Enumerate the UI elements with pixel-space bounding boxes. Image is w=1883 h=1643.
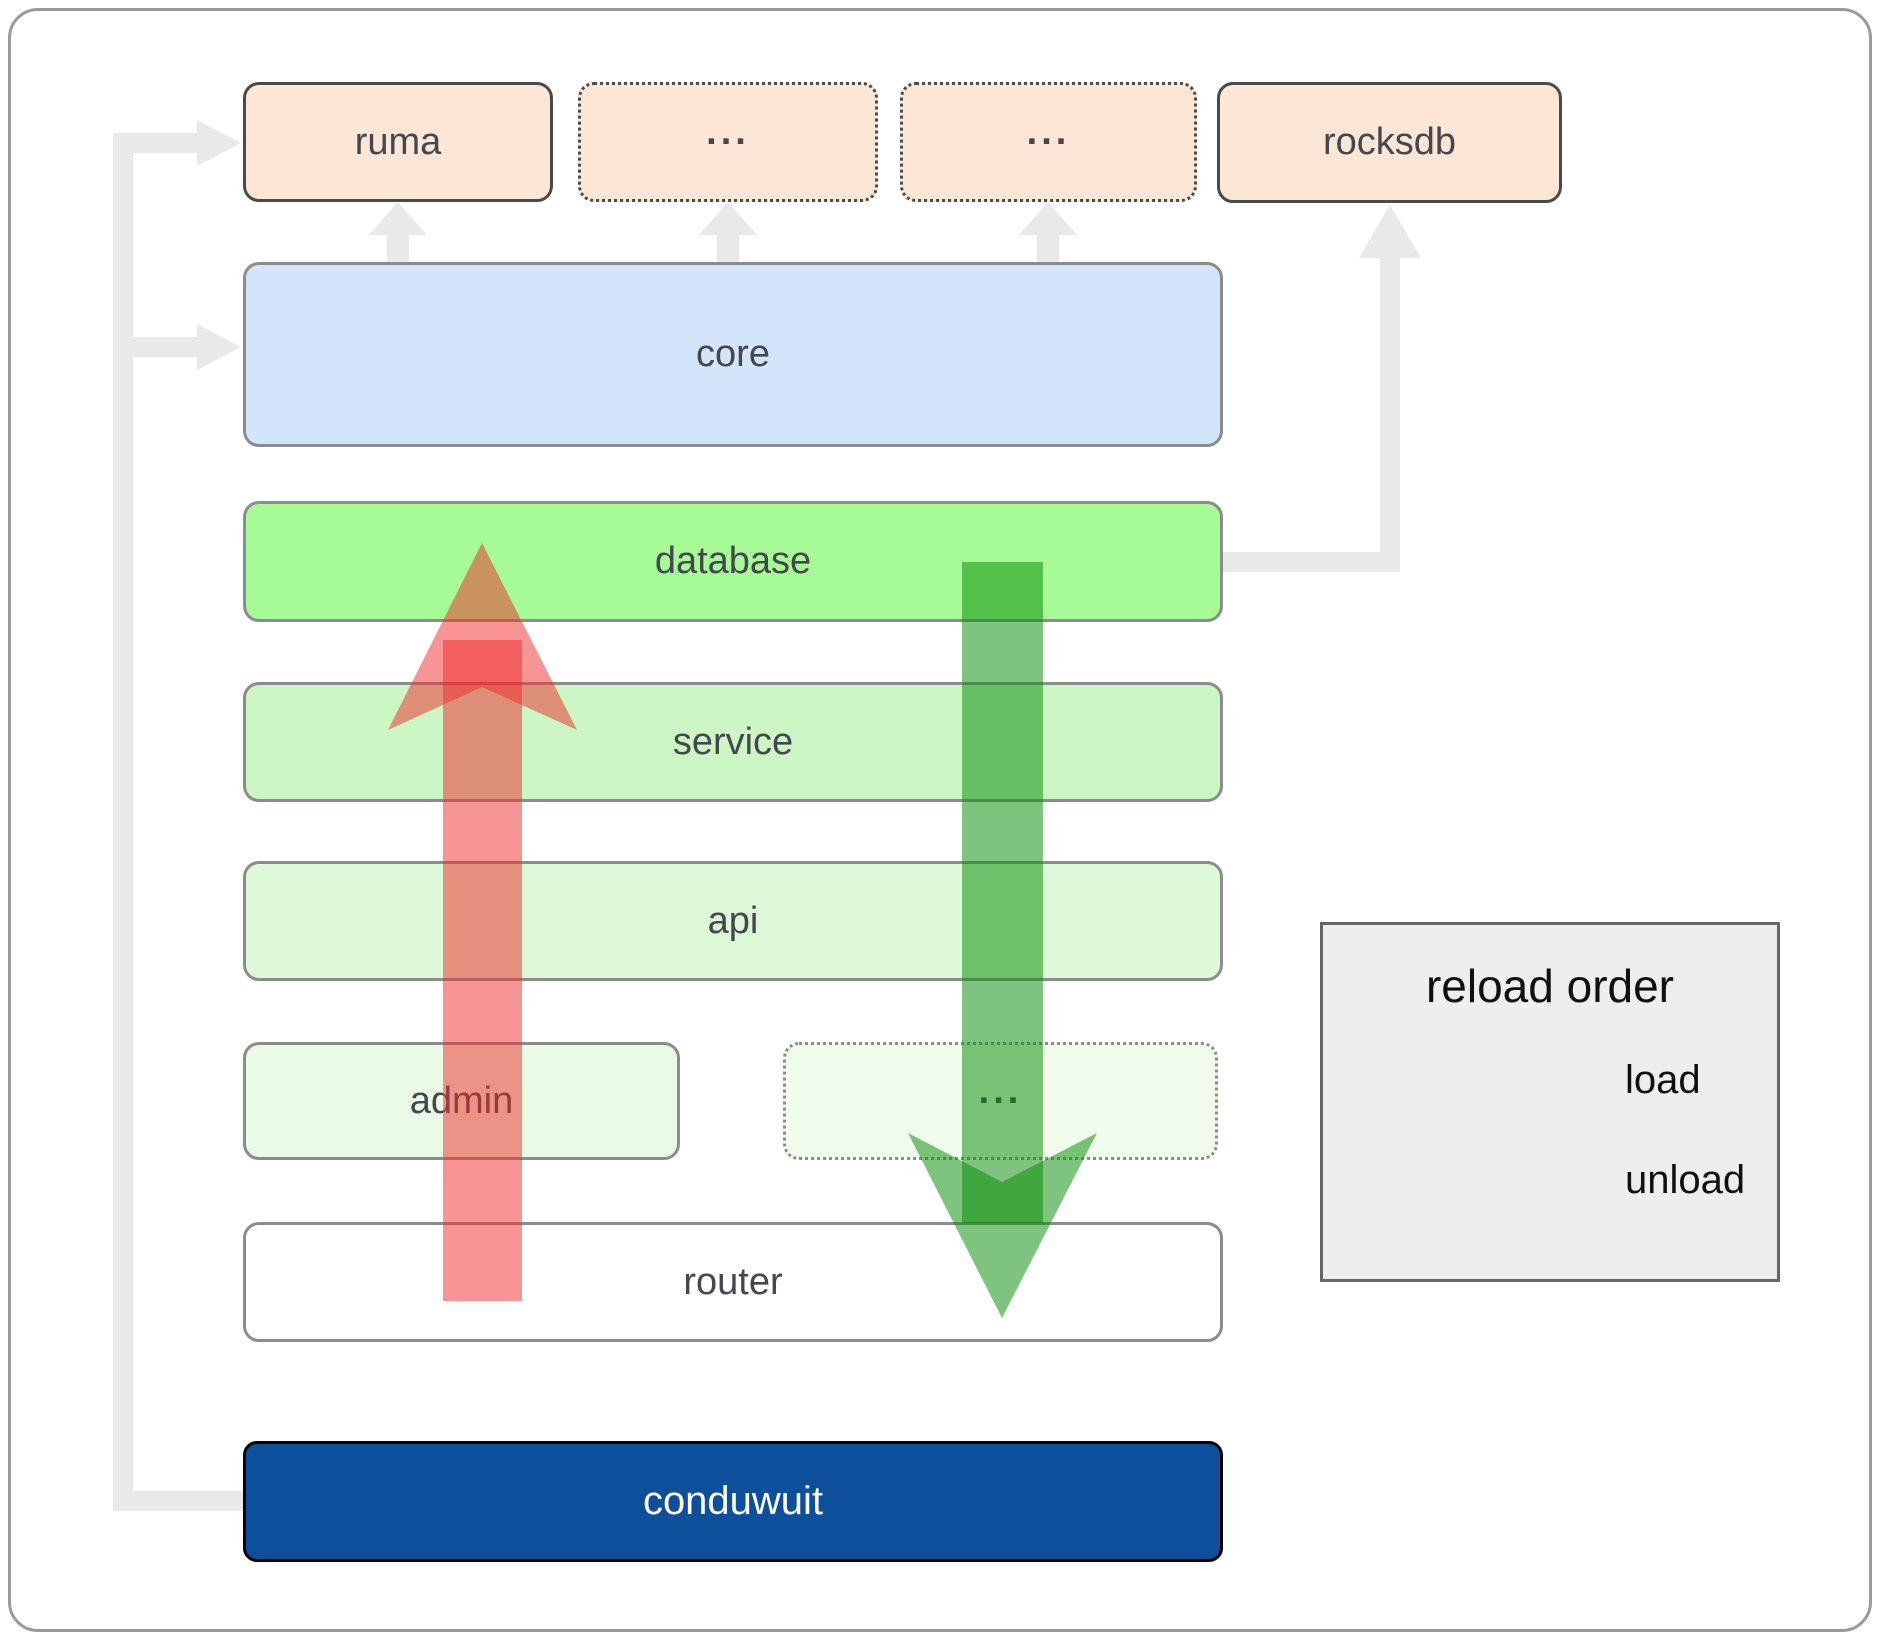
ellipsis-top-2-label: ... <box>1026 110 1071 153</box>
box-admin: admin <box>243 1042 680 1160</box>
service-label: service <box>672 720 794 763</box>
box-database: database <box>243 501 1223 622</box>
legend-load-label: load <box>1625 1058 1701 1102</box>
admin-label: admin <box>409 1079 514 1122</box>
box-core: core <box>243 262 1223 447</box>
legend-title: reload order <box>1425 960 1675 1012</box>
ellipsis-admin-label: ... <box>978 1069 1023 1112</box>
api-label: api <box>707 899 759 942</box>
box-ruma: ruma <box>243 82 553 202</box>
legend-unload-label: unload <box>1625 1158 1746 1202</box>
legend-panel: reload order <box>1320 922 1780 1282</box>
box-service: service <box>243 682 1223 802</box>
rocksdb-label: rocksdb <box>1322 121 1457 163</box>
ruma-label: ruma <box>354 120 442 163</box>
box-ellipsis-top-1: ... <box>578 82 878 202</box>
box-conduwuit: conduwuit <box>243 1441 1223 1562</box>
conduwuit-label: conduwuit <box>642 1479 824 1523</box>
core-label: core <box>696 333 770 375</box>
ellipsis-top-1-label: ... <box>706 110 750 153</box>
box-router: router <box>243 1222 1223 1342</box>
box-ellipsis-admin: ... <box>783 1042 1218 1160</box>
box-api: api <box>243 861 1223 981</box>
box-rocksdb: rocksdb <box>1217 82 1562 203</box>
outer-frame <box>8 8 1872 1632</box>
router-label: router <box>683 1260 783 1303</box>
database-label: database <box>654 540 812 582</box>
box-ellipsis-top-2: ... <box>900 82 1197 202</box>
